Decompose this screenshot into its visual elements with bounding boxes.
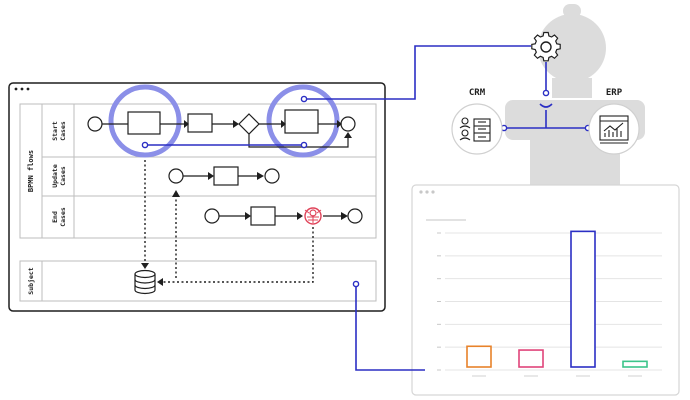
lane-label-update: Update Cases — [51, 164, 67, 188]
chart-window — [411, 184, 680, 396]
highlight-halo-left — [108, 84, 182, 158]
lane-label-end: End Cases — [51, 207, 67, 227]
chart-bar — [622, 360, 648, 368]
update-lane-flow — [168, 166, 280, 186]
chart-bars — [466, 230, 648, 377]
end-lane-flow — [204, 206, 363, 226]
start-lane-arrowheads — [184, 120, 352, 138]
dotted-link-alert-to-db — [163, 227, 314, 283]
chart-bar — [518, 349, 544, 368]
task-start-3 — [284, 109, 319, 134]
svg-text:Start: Start — [51, 121, 59, 141]
window-dot — [419, 190, 423, 194]
lane-label-start: Start Cases — [51, 121, 67, 141]
dotted-arrowheads — [141, 190, 180, 286]
robot-neck — [552, 78, 592, 98]
window-dot — [14, 87, 18, 91]
subject-label: Subject — [27, 267, 35, 294]
window-dot — [26, 87, 30, 91]
pool-label: BPMN flows — [27, 150, 35, 192]
erp-label: ERP — [606, 88, 623, 98]
update-task — [213, 166, 239, 186]
integration-lines — [145, 45, 588, 371]
gear-icon — [531, 31, 561, 62]
end-lane-task — [250, 206, 276, 226]
dotted-connectors — [144, 160, 314, 283]
crm-label: CRM — [469, 88, 486, 98]
svg-text:End: End — [51, 211, 59, 223]
window-dot — [425, 190, 429, 194]
bpmn-pool — [19, 103, 377, 239]
end-lane-start-event — [204, 208, 220, 224]
subject-lane — [19, 260, 377, 302]
end-lane-arrowheads — [245, 212, 348, 220]
bpmn-window: BPMN flows Start Cases Update Cases End … — [8, 82, 386, 312]
link-subject-to-chart — [355, 284, 425, 371]
database-icon — [134, 269, 156, 295]
svg-text:Update: Update — [51, 164, 59, 188]
crm-server-icon — [451, 103, 503, 155]
alert-ladybug-icon — [304, 207, 322, 225]
update-lane-arrowheads — [208, 172, 264, 180]
start-event — [87, 116, 103, 132]
svg-text:Cases: Cases — [59, 121, 67, 141]
chart-bar — [466, 345, 492, 368]
update-start-event — [168, 168, 184, 184]
task-start-2 — [187, 113, 213, 133]
update-end-event — [264, 168, 280, 184]
task-start-1 — [127, 111, 161, 135]
chart-gridlines — [437, 232, 662, 371]
link-task-to-robot — [304, 45, 531, 100]
start-lane-flow — [87, 109, 356, 148]
end-lane-end-event — [347, 208, 363, 224]
svg-text:Cases: Cases — [59, 166, 67, 186]
chart-bar — [570, 230, 596, 368]
end-event — [340, 116, 356, 132]
window-dot — [20, 87, 24, 91]
link-connector-cup — [539, 103, 553, 108]
erp-chart-icon — [588, 103, 640, 155]
robot-silhouette — [505, 4, 645, 185]
svg-text:Cases: Cases — [59, 207, 67, 227]
robot-head — [538, 14, 606, 82]
window-dot — [431, 190, 435, 194]
